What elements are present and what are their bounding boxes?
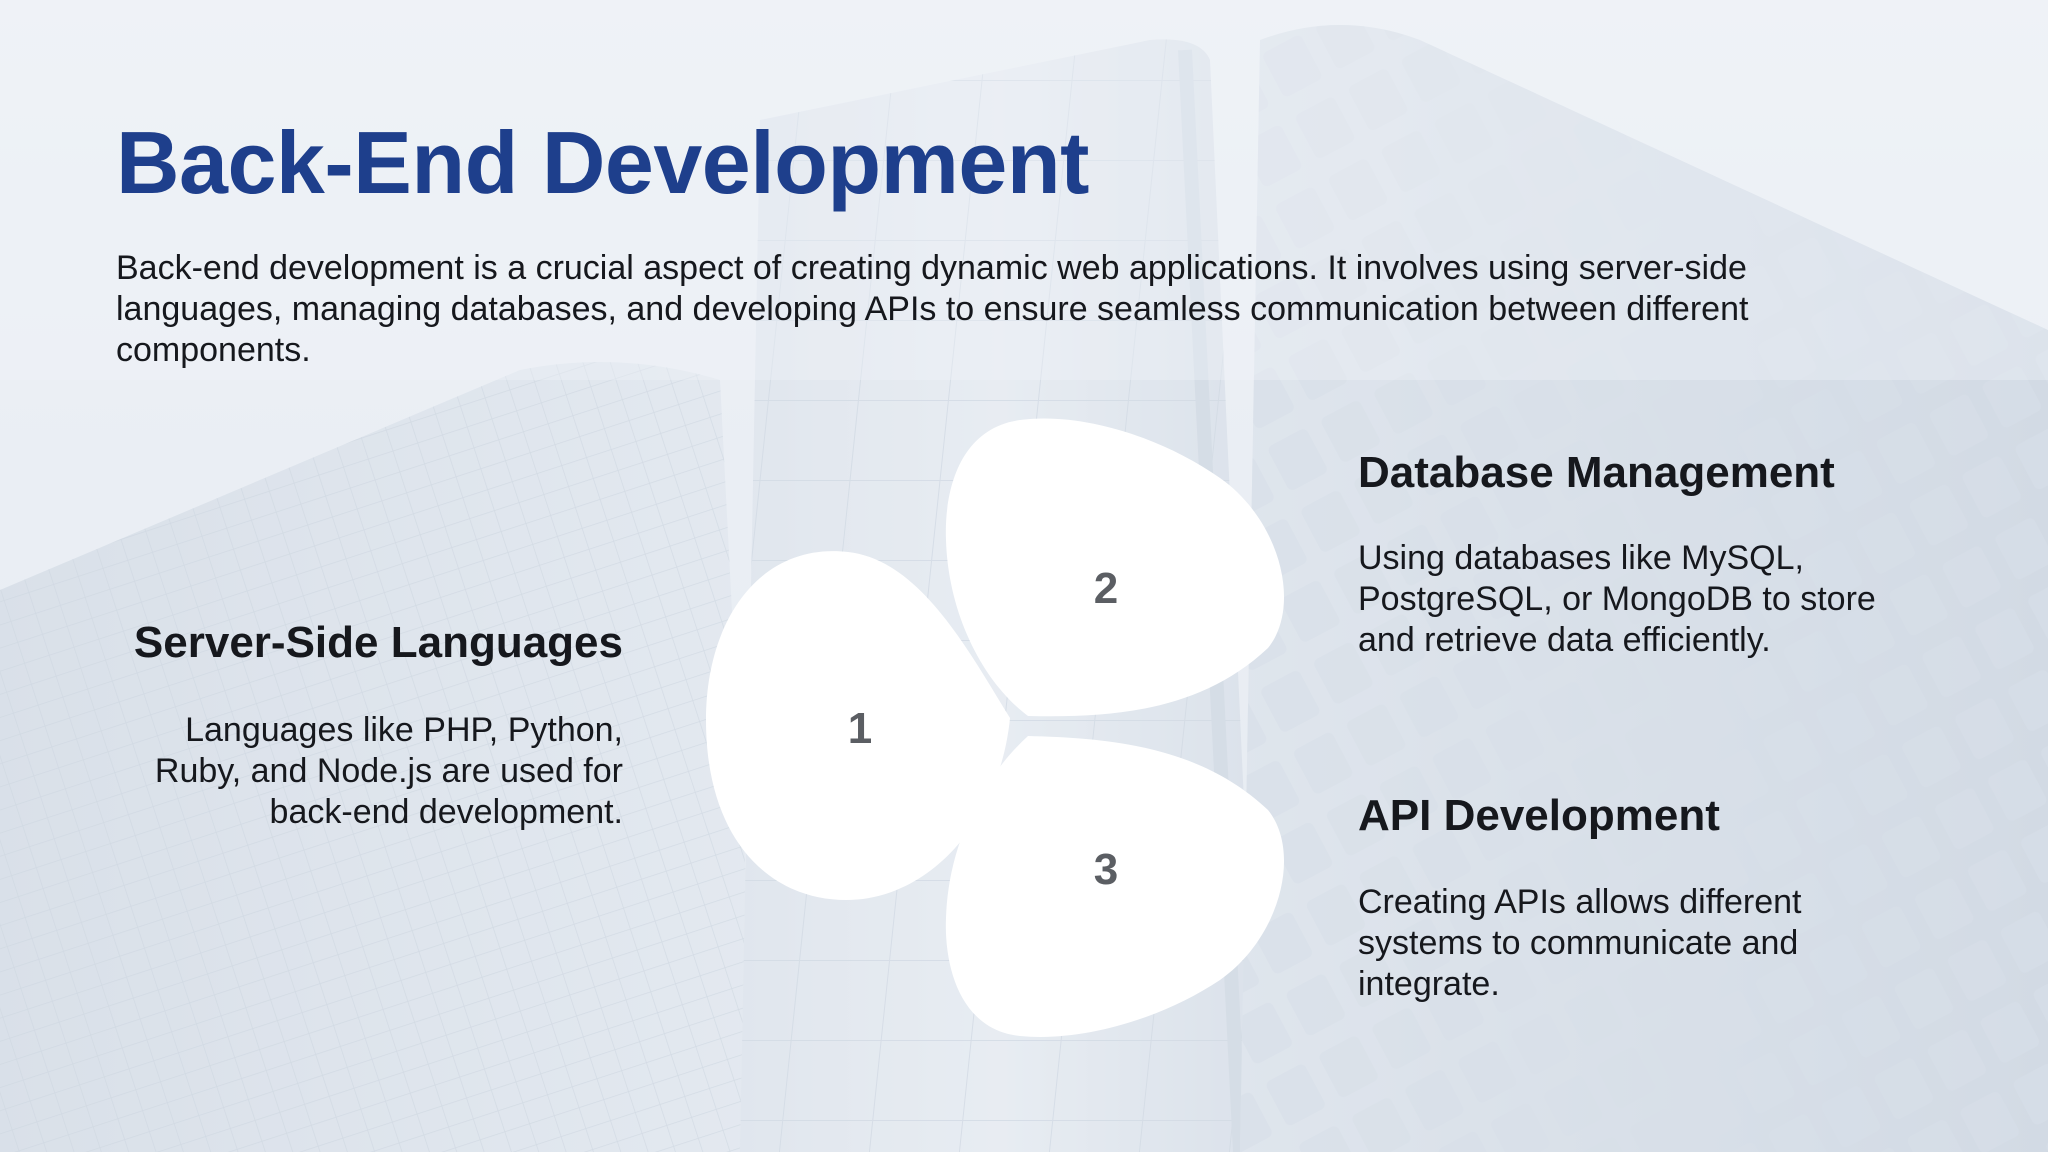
petal-1-number: 1 <box>848 704 872 753</box>
petal-1: 1 <box>706 551 1010 900</box>
topic-heading-database-management: Database Management <box>1358 448 1835 497</box>
topic-heading-server-side-languages: Server-Side Languages <box>133 618 623 667</box>
petal-2-number: 2 <box>1094 564 1118 613</box>
petal-2: 2 <box>945 418 1285 717</box>
topic-body-api-development: Creating APIs allows different systems t… <box>1358 883 1802 1003</box>
intro-paragraph: Back-end development is a crucial aspect… <box>116 249 1749 369</box>
topic-heading-api-development: API Development <box>1358 791 1720 840</box>
petal-3: 3 <box>945 736 1285 1037</box>
slide-title: Back-End Development <box>116 113 1089 212</box>
topic-body-server-side-languages: Languages like PHP, Python, Ruby, and No… <box>154 711 623 831</box>
topic-body-database-management: Using databases like MySQL, PostgreSQL, … <box>1358 539 1876 659</box>
petal-3-number: 3 <box>1094 845 1118 894</box>
